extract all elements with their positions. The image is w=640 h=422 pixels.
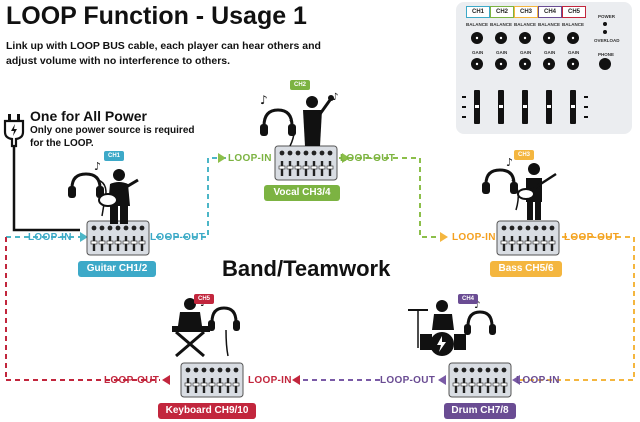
svg-text:♪: ♪ [94,160,101,173]
drum-channel-tag: CH4 [458,294,478,304]
bass-label: Bass CH5/6 [490,261,562,277]
bass-mixer-icon [496,220,560,256]
drum-mixer-icon [448,362,512,398]
panel-balance-label-3: BALANCE [514,22,536,27]
vocal-label: Vocal CH3/4 [264,185,340,201]
guitar-channel-tag: CH1 [104,151,124,161]
panel-gain-label-2: GAIN [496,50,508,55]
panel-ch2-label: CH2 [490,6,514,18]
panel-overload-label: OVERLOAD [594,38,620,43]
vocal-loop-out-label: LOOP-OUT [340,153,396,164]
keyboard-label: Keyboard CH9/10 [158,403,256,419]
panel-ch1-label: CH1 [466,6,490,18]
power-line-1: Only one power source is required [30,125,195,136]
panel-ch3-label: CH3 [514,6,538,18]
panel-power-label: POWER [598,14,616,19]
vocal-loop-in-label: LOOP-IN [228,153,272,164]
panel-controls [462,22,611,124]
singer-icon: ♪ ♪ [260,92,338,147]
vocal-channel-tag: CH2 [290,80,310,90]
panel-balance-label-5: BALANCE [562,22,584,27]
drummer-icon: ♪ [408,300,496,356]
panel-phone-label: PHONE [598,52,615,57]
panel-ch4-label: CH4 [538,6,562,18]
keyboard-channel-tag: CH5 [194,294,214,304]
panel-ch5-label: CH5 [562,6,586,18]
drum-loop-out-label: LOOP-OUT [380,375,436,386]
guitar-loop-in-label: LOOP-IN [28,232,72,243]
power-line-2: for the LOOP. [30,138,94,149]
guitar-label: Guitar CH1/2 [78,261,156,277]
power-title: One for All Power [30,108,147,124]
guitar-loop-out-label: LOOP-OUT [150,232,206,243]
panel-gain-label-4: GAIN [544,50,556,55]
power-plug-icon [3,114,25,148]
bass-channel-tag: CH3 [514,150,534,160]
drum-loop-in-label: LOOP-IN [516,375,560,386]
panel-gain-label-3: GAIN [520,50,532,55]
keyboardist-icon: ♪ [172,298,240,358]
page-title: LOOP Function - Usage 1 [6,2,307,30]
guitar-mixer-icon [86,220,150,256]
svg-text:♪: ♪ [474,300,480,311]
svg-text:♪: ♪ [332,92,338,103]
panel-gain-label-5: GAIN [568,50,580,55]
panel-balance-label-1: BALANCE [466,22,488,27]
keyboard-mixer-icon [180,362,244,398]
keyboard-loop-out-label: LOOP-OUT [104,375,160,386]
mixer-panel: CH1 CH2 CH3 CH4 CH5 BALANCE BALANCE BALA… [456,2,632,134]
bassist-icon: ♪ [482,156,557,220]
subtitle-line-1: Link up with LOOP BUS cable, each player… [6,40,321,52]
band-teamwork-label: Band/Teamwork [222,256,391,281]
bass-loop-out-label: LOOP-OUT [564,232,620,243]
guitarist-icon: ♪ [68,160,139,224]
drum-label: Drum CH7/8 [444,403,516,419]
svg-text:♪: ♪ [506,156,513,169]
subtitle-line-2: adjust volume with no interference to ot… [6,55,231,67]
keyboard-loop-in-label: LOOP-IN [248,375,292,386]
panel-balance-label-4: BALANCE [538,22,560,27]
bass-loop-in-label: LOOP-IN [452,232,496,243]
svg-text:♪: ♪ [260,93,268,107]
panel-balance-label-2: BALANCE [490,22,512,27]
panel-gain-label-1: GAIN [472,50,484,55]
vocal-mixer-icon [274,145,338,181]
